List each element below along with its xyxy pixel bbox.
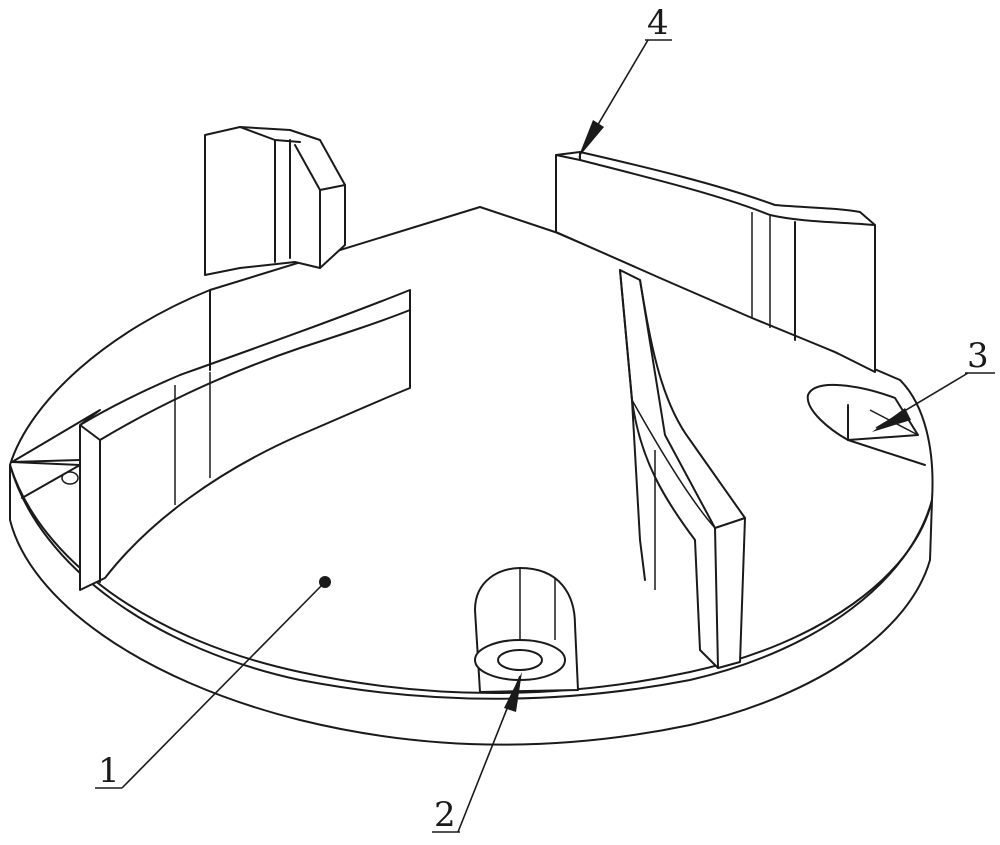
left-notch [11,409,101,499]
callout-4: 4 [578,3,672,158]
callout-3-arrowhead [872,408,911,432]
callout-1-leader [121,581,326,789]
callout-1-label: 1 [98,751,120,791]
left-rib-front-face [79,289,411,591]
left-curved-rib [79,126,411,591]
disc-rim-edge [9,464,933,694]
callout-1: 1 [95,576,331,791]
right-rib [619,269,746,669]
front-boss [474,567,579,693]
callout-4-label: 4 [647,3,669,43]
callout-2-arrowhead [504,672,522,712]
rear-wall [555,151,876,373]
callout-3-label: 3 [967,336,989,376]
callout-2: 2 [432,672,522,835]
callout-4-arrowhead [578,120,604,158]
callout-2-label: 2 [434,795,456,835]
callout-3: 3 [872,336,995,432]
boss-hole [497,649,543,671]
